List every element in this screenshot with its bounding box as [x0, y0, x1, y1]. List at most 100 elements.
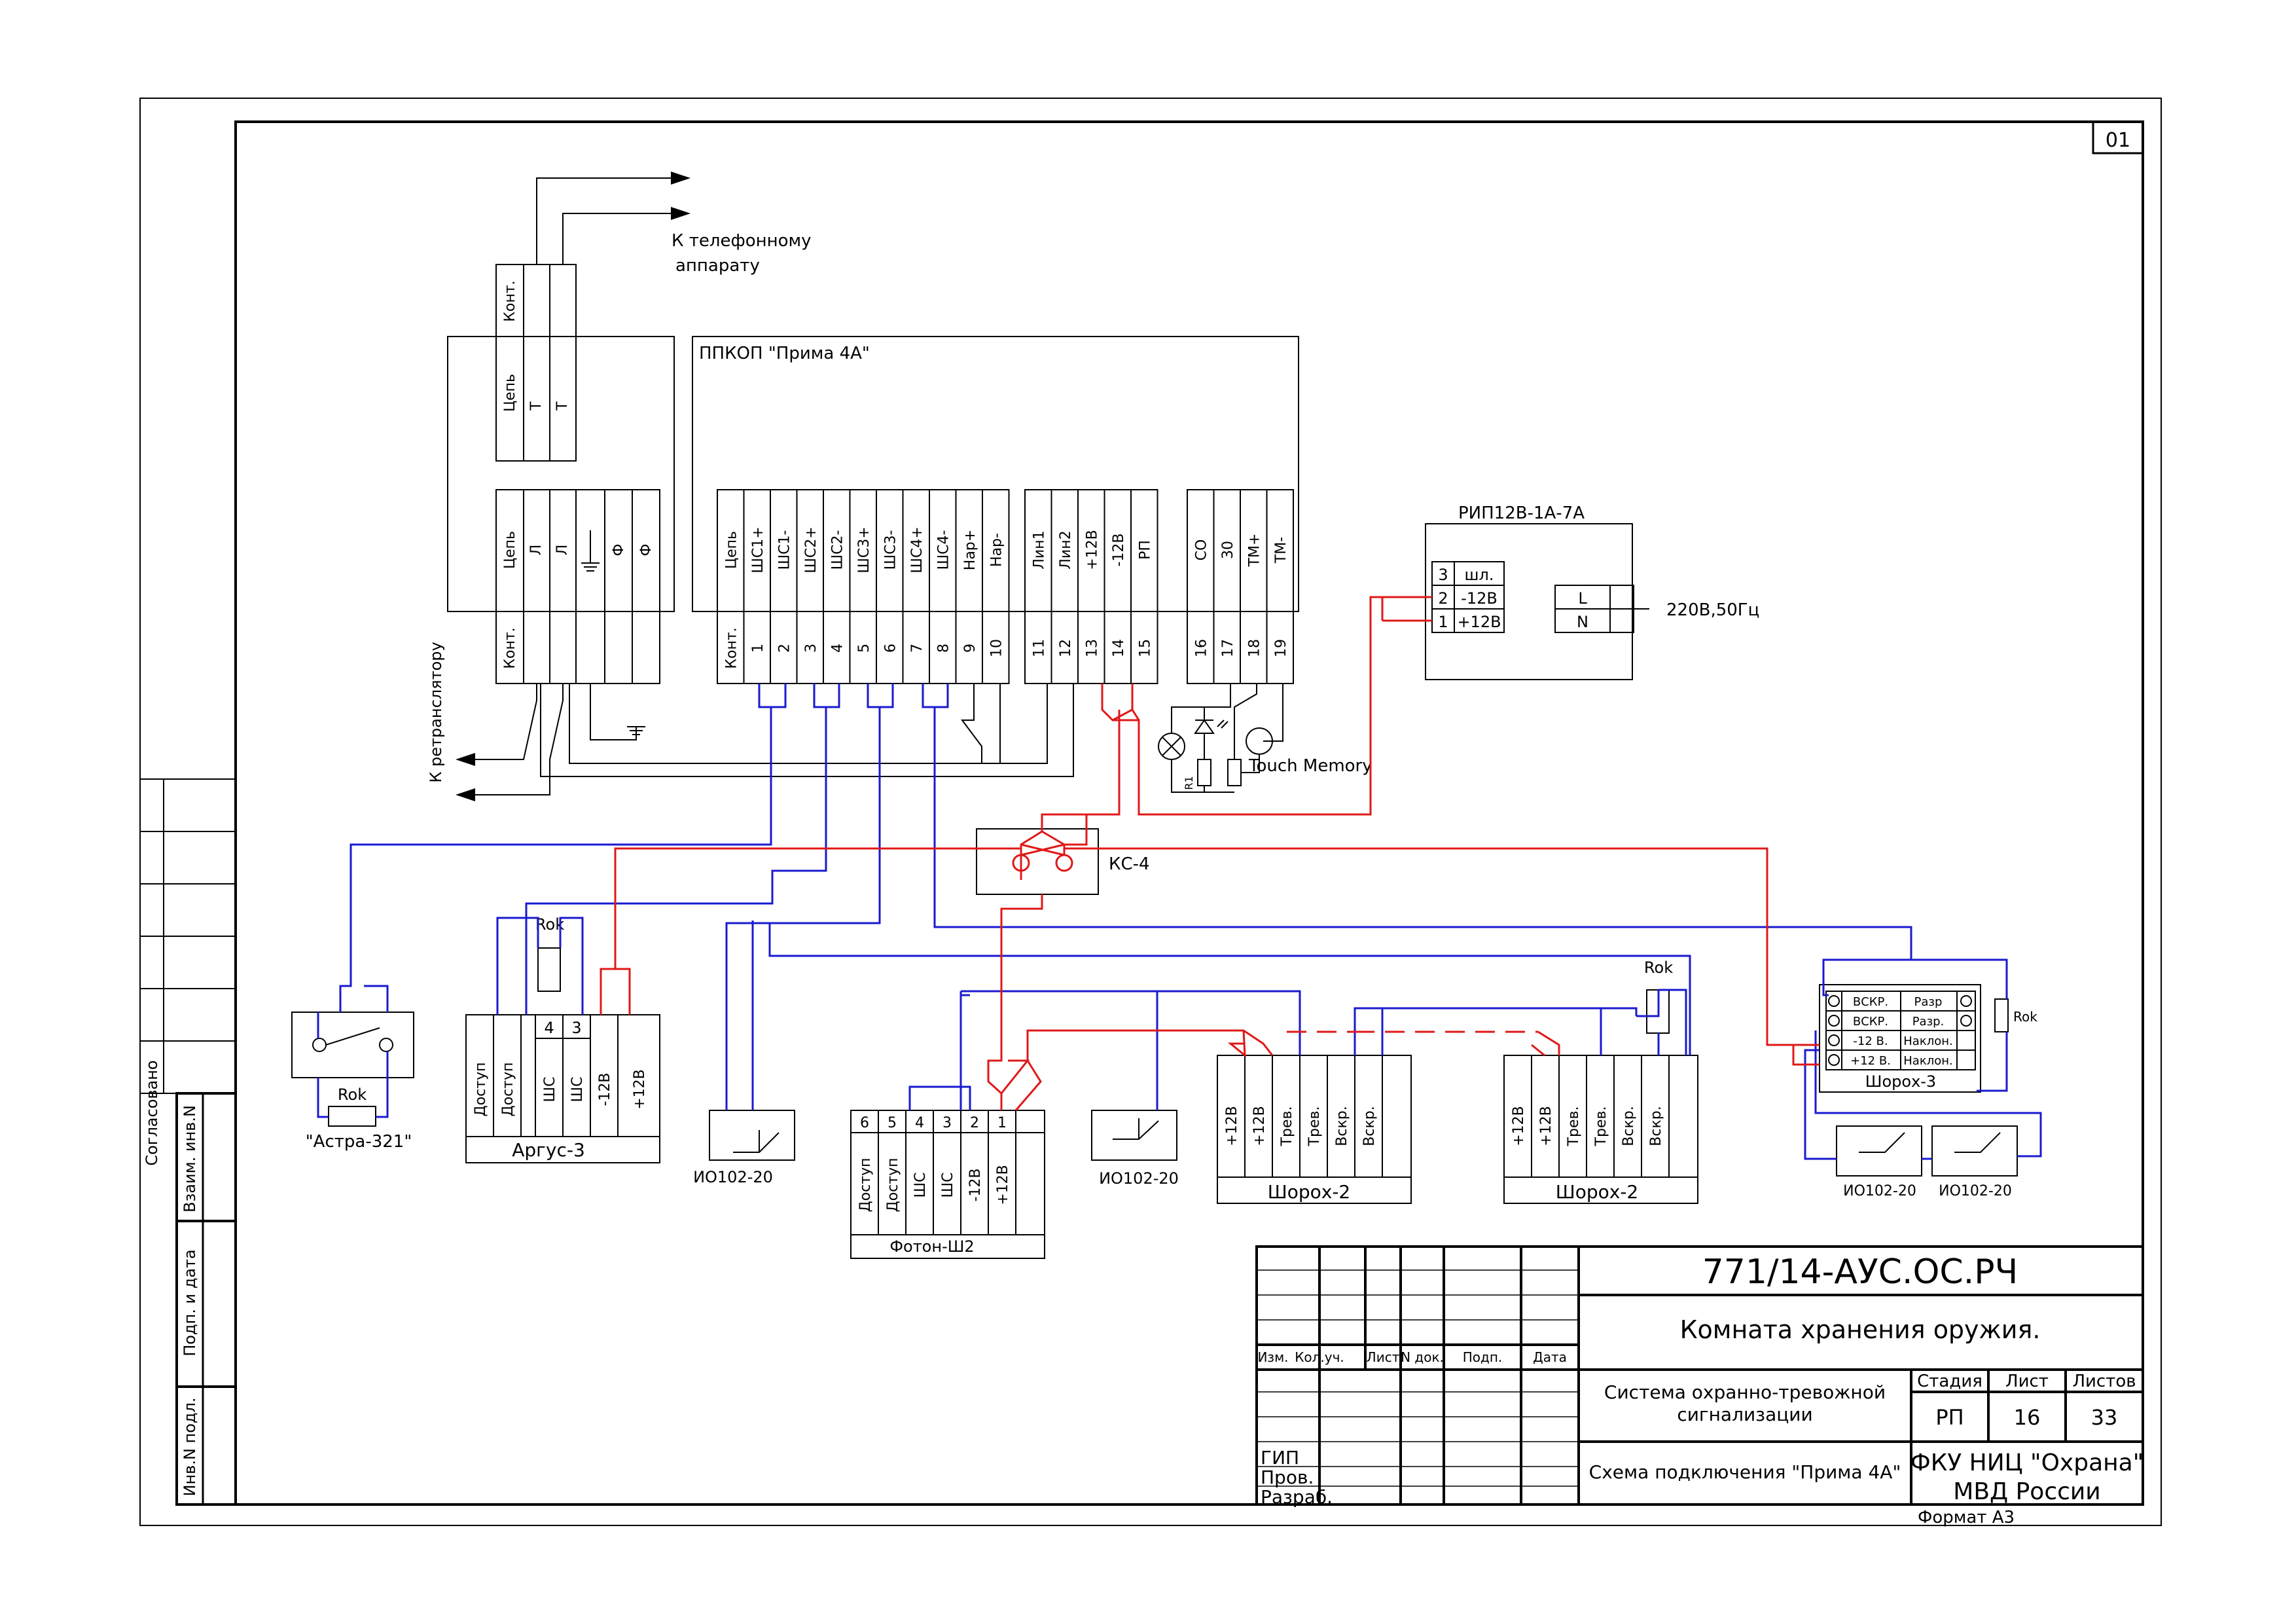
- touch-memory-label: Touch Memory: [1248, 756, 1372, 776]
- stamp-room: Комната хранения оружия.: [1680, 1315, 2041, 1344]
- stamp-org-1: ФКУ НИЦ "Охрана": [1910, 1450, 2144, 1476]
- stamp-role-gip: ГИП: [1261, 1447, 1299, 1468]
- argus-column-label: +12В: [632, 1069, 648, 1110]
- foton-sh2-detector: [850, 1110, 1045, 1259]
- retranslator-arrow-2: [456, 788, 475, 801]
- ppkop-terminal-label: Цепь: [723, 531, 740, 569]
- ppkop-terminal-group-1: [717, 489, 1010, 684]
- foton-column-label: Доступ: [857, 1158, 874, 1213]
- ppkop-terminals: ЦепьКонт.ШС1+1ШС1-2ШС2+3ШС2-4ШС3+5ШС3-6Ш…: [717, 489, 1294, 684]
- side-podp: Подп. и дата: [181, 1249, 199, 1357]
- stamp-sheets: 33: [2091, 1405, 2118, 1430]
- shorokh3-r4-a: +12 В.: [1850, 1054, 1891, 1068]
- rip-row-2-num: 2: [1438, 589, 1448, 608]
- shorokh2-column-label: Трев.: [1279, 1106, 1295, 1147]
- shorokh3-r3-a: -12 В.: [1853, 1034, 1888, 1048]
- ppkop-terminal-label: Нар-: [988, 533, 1005, 567]
- ppkop-terminal-label: ТМ-: [1273, 537, 1289, 564]
- stamp-sheet: 16: [2014, 1405, 2041, 1430]
- ppkop-terminal-number: 6: [882, 644, 899, 653]
- foton-column-label: -12В: [967, 1168, 984, 1201]
- shorokh2-column-label: Вскр.: [1621, 1106, 1637, 1146]
- stamp-code: 771/14-АУС.ОС.РЧ: [1702, 1252, 2018, 1292]
- ks4-device: [976, 828, 1099, 895]
- shorokh3-detector: [1819, 984, 2009, 1093]
- side-soglasovano: Согласовано: [143, 1060, 161, 1165]
- rip-mains: 220В,50Гц: [1666, 600, 1759, 620]
- ppkop-terminal-number: 10: [988, 639, 1005, 657]
- shorokh2-column-label: +12В: [1251, 1106, 1268, 1146]
- phone-arrow-2: [671, 207, 691, 220]
- ppkop-terminal-label: ШС4+: [909, 526, 925, 573]
- ppkop-terminal-label: СО: [1193, 539, 1210, 561]
- rip-row-3-label: шл.: [1465, 566, 1494, 584]
- shorokh2-column-label: +12В: [1224, 1106, 1240, 1146]
- phone-col-cep: Цепь: [502, 374, 518, 412]
- phone-col-t2: Т: [554, 401, 571, 411]
- io102-detectors: [709, 1110, 2018, 1176]
- ppkop-terminal-number: Конт.: [723, 627, 740, 668]
- foton-column-number: 1: [997, 1115, 1007, 1131]
- foton-label: Фотон-Ш2: [889, 1237, 974, 1256]
- argus-label: Аргус-3: [512, 1139, 585, 1161]
- shorokh2-column-label: Трев.: [1593, 1106, 1609, 1147]
- ppkop-terminal-number: 2: [776, 644, 793, 653]
- line-col-l2: Л: [554, 545, 571, 556]
- argus-column-label: Доступ: [500, 1063, 516, 1117]
- r1-label: R1: [1183, 776, 1195, 790]
- shorokh2-rok: Rok: [1644, 958, 1673, 977]
- sheet-number: 01: [2106, 129, 2130, 152]
- rip-n: N: [1577, 613, 1588, 631]
- ppkop-terminal-number: 5: [856, 644, 872, 653]
- stamp-h-ndok: N док.: [1401, 1349, 1444, 1365]
- retranslator-arrow-1: [456, 753, 475, 766]
- ppkop-terminal-number: 19: [1273, 639, 1289, 657]
- shorokh3-r2-b: Разр.: [1912, 1015, 1945, 1029]
- argus-num-3: 3: [571, 1019, 581, 1037]
- ppkop-terminal-label: -12В: [1111, 533, 1127, 566]
- stamp-sheet-header: Лист: [2005, 1372, 2049, 1391]
- ppkop-terminal-label: Нар+: [962, 530, 978, 570]
- rip-power-supply: [1425, 523, 1649, 680]
- ppkop-terminal-label: ШС2+: [803, 526, 819, 573]
- line-outer-block: [447, 336, 675, 612]
- foton-column-label: ШС: [912, 1173, 929, 1198]
- line-col-cep: Цепь: [502, 531, 518, 569]
- stamp-sheets-header: Листов: [2072, 1372, 2136, 1391]
- shorokh2-1-label: Шорох-2: [1268, 1181, 1350, 1203]
- stamp-stage-header: Стадия: [1917, 1372, 1982, 1391]
- foton-column-number: 6: [860, 1115, 869, 1131]
- stamp-stage: РП: [1935, 1405, 1964, 1430]
- shorokh2-detectors: [1217, 989, 1698, 1204]
- ppkop-terminal-label: ШС4-: [935, 530, 952, 570]
- ppkop-terminal-label: +12В: [1084, 530, 1100, 570]
- foton-column-label: ШС: [940, 1173, 956, 1198]
- shorokh3-rok: Rok: [2013, 1009, 2037, 1025]
- shorokh2-column-label: +12В: [1511, 1106, 1527, 1146]
- ppkop-terminal-label: 30: [1220, 541, 1236, 559]
- argus-column-label: ШС: [569, 1077, 586, 1103]
- stamp-h-izm: Изм.: [1257, 1349, 1288, 1365]
- ppkop-output-components: [961, 684, 1283, 793]
- rip-title: РИП12В-1А-7А: [1458, 503, 1585, 523]
- stamp-h-kol: Кол.уч.: [1295, 1349, 1344, 1365]
- astra-label: "Астра-321": [306, 1132, 412, 1152]
- stamp-h-data: Дата: [1533, 1349, 1567, 1365]
- rip-row-1-label: +12В: [1457, 613, 1501, 631]
- ppkop-terminal-label: ШС1-: [776, 530, 793, 570]
- ppkop-terminal-group-2: [1024, 489, 1158, 684]
- stamp-system-2: сигнализации: [1677, 1404, 1812, 1425]
- shorokh3-label: Шорох-3: [1865, 1072, 1936, 1091]
- stamp-org-2: МВД России: [1953, 1478, 2100, 1505]
- ppkop-terminal-number: 1: [750, 644, 766, 653]
- rip-row-2-label: -12В: [1461, 589, 1498, 608]
- ppkop-terminal-number: 4: [829, 644, 846, 653]
- stamp-scheme: Схема подключения "Прима 4А": [1589, 1461, 1901, 1483]
- io102-4-label: ИО102-20: [1939, 1183, 2012, 1199]
- phone-label-1: К телефонному: [672, 231, 812, 251]
- ppkop-terminal-number: 12: [1058, 639, 1074, 657]
- rip-row-3-num: 3: [1438, 566, 1448, 584]
- ppkop-terminal-number: 9: [962, 644, 978, 653]
